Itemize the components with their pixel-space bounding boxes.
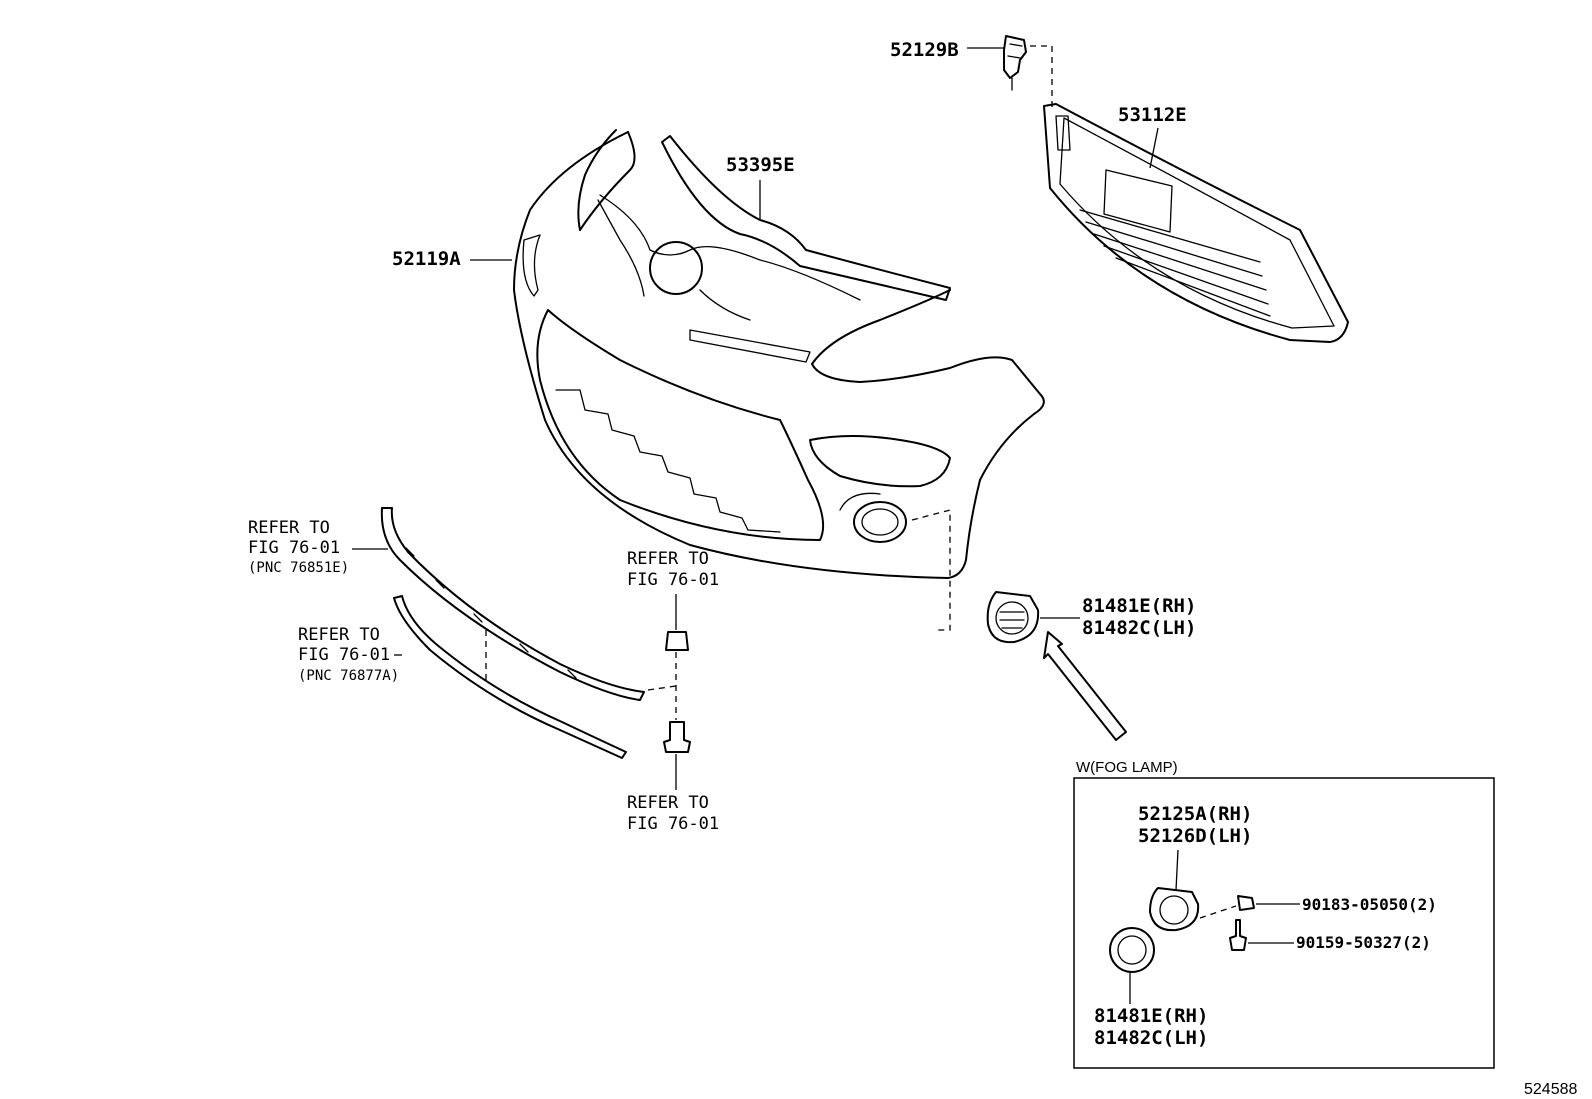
ref-left2-line1: REFER TO: [298, 625, 380, 645]
fasteners-drawing: [663, 594, 691, 790]
label-81482c-lh: 81482C(LH): [1082, 617, 1196, 639]
ref-left1-pnc: (PNC 76851E): [248, 560, 349, 576]
inset-label-81481e-rh: 81481E(RH): [1094, 1005, 1208, 1027]
ref-left1-line2: FIG 76-01: [248, 538, 340, 558]
clip-52129b-drawing: [967, 35, 1053, 110]
fog-cover-drawing: [986, 591, 1127, 741]
label-81481e-rh: 81481E(RH): [1082, 595, 1196, 617]
inset-title: W(FOG LAMP): [1076, 759, 1178, 776]
ref-left2-pnc: (PNC 76877A): [298, 668, 399, 684]
molding-53395e-drawing: [661, 135, 951, 301]
bumper-52119a-drawing: [470, 129, 1045, 631]
labels: 52129B 53112E 53395E 52119A REFER TO FIG…: [248, 39, 1577, 1098]
ref-center-bottom-line1: REFER TO: [627, 793, 709, 813]
inset-box: [1073, 777, 1495, 1069]
inset-label-52125a-rh: 52125A(RH): [1138, 803, 1252, 825]
label-53112e: 53112E: [1118, 104, 1187, 126]
diagram-id: 524588: [1524, 1081, 1577, 1098]
inset-label-90159: 90159-50327(2): [1296, 933, 1431, 952]
label-52129b: 52129B: [890, 39, 959, 61]
ref-left2-line2: FIG 76-01: [298, 645, 390, 665]
label-52119a: 52119A: [392, 248, 461, 270]
lower-strips-drawing: [352, 507, 677, 759]
ref-left1-line1: REFER TO: [248, 518, 330, 538]
inset-label-81482c-lh: 81482C(LH): [1094, 1027, 1208, 1049]
ref-center-top-line1: REFER TO: [627, 549, 709, 569]
ref-center-bottom-line2: FIG 76-01: [627, 814, 719, 834]
grille-53112e-drawing: [1043, 103, 1349, 343]
ref-center-top-line2: FIG 76-01: [627, 570, 719, 590]
inset-label-52126d-lh: 52126D(LH): [1138, 825, 1252, 847]
inset-label-90183: 90183-05050(2): [1302, 895, 1437, 914]
label-53395e: 53395E: [726, 154, 795, 176]
